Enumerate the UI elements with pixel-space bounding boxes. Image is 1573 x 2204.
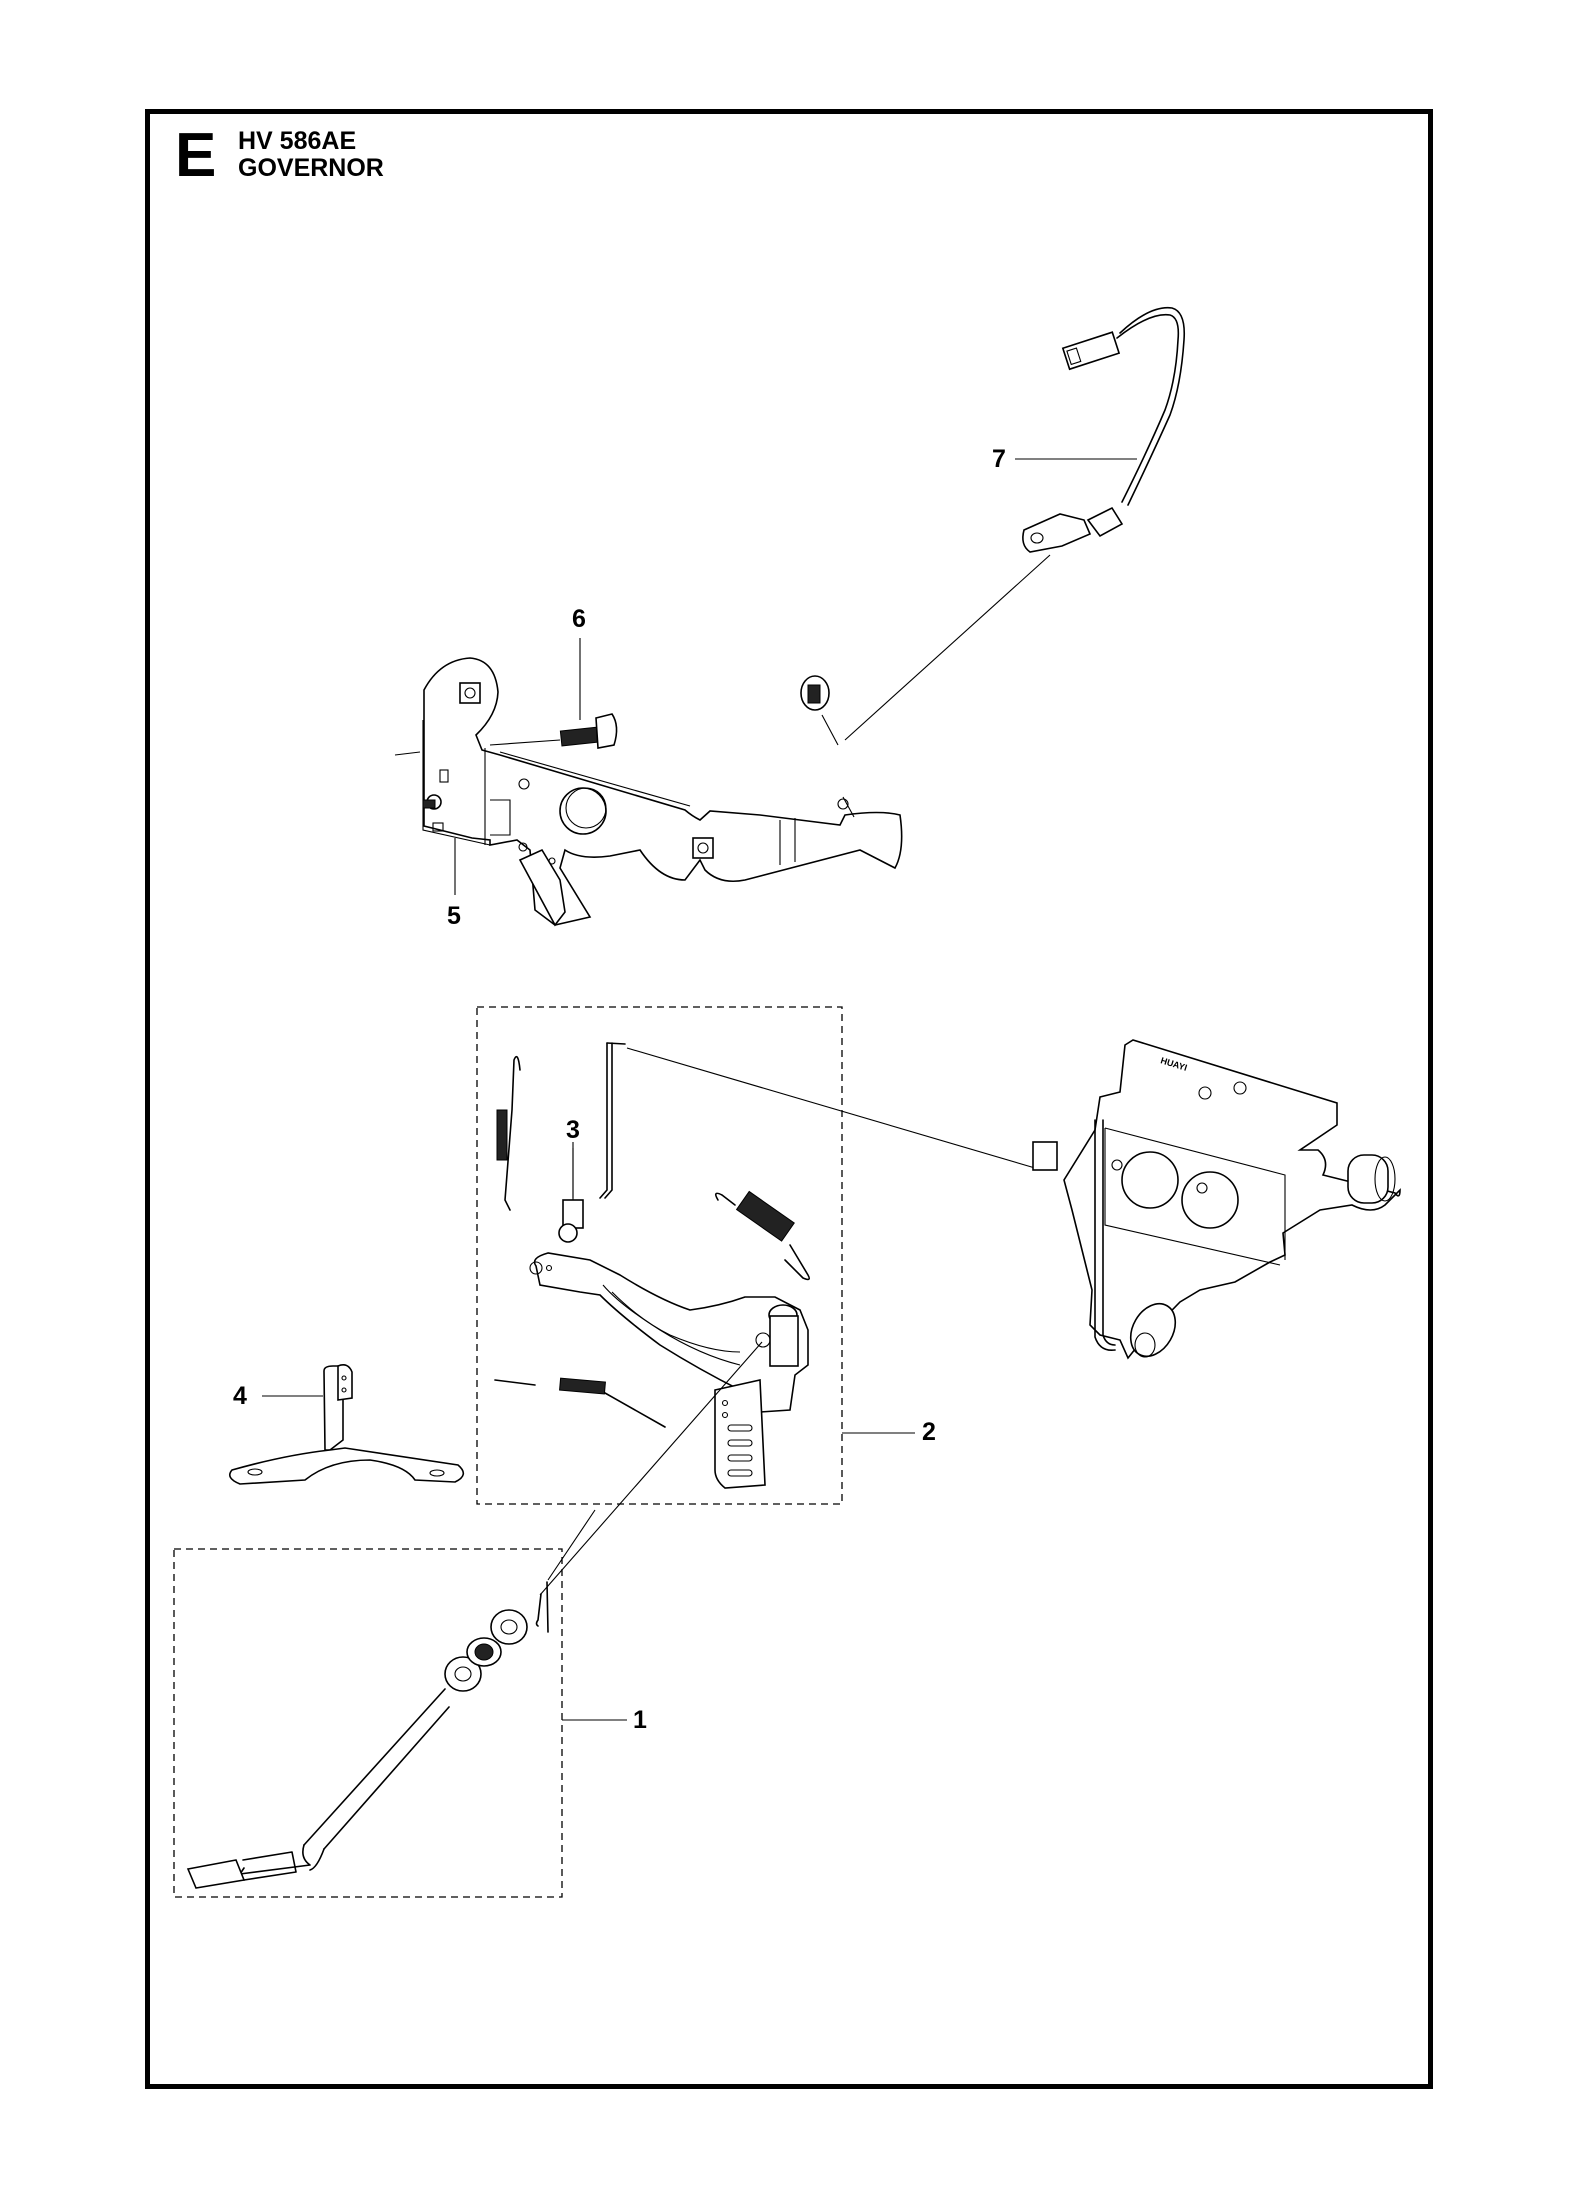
part-6-flange-bolt[interactable]	[489, 713, 618, 749]
callout-6[interactable]: 6	[572, 605, 586, 633]
kit-2-boundary	[476, 1006, 843, 1505]
title-block: HV 586AE GOVERNOR	[238, 128, 384, 182]
callout-1[interactable]: 1	[633, 1706, 647, 1734]
leader-7-to-bracket	[844, 554, 1051, 741]
part-1-governor-shaft[interactable]	[186, 1509, 596, 1889]
callout-2[interactable]: 2	[922, 1418, 936, 1446]
screw-icon	[800, 675, 839, 746]
model-name: HV 586AE	[238, 127, 357, 155]
part-2-governor-lever[interactable]	[494, 1042, 1036, 1596]
carburetor[interactable]: HUAYI	[1032, 1039, 1401, 1364]
section-letter: E	[175, 121, 217, 190]
callout-5[interactable]: 5	[447, 902, 461, 930]
diagram-title: GOVERNOR	[238, 154, 384, 182]
callout-3[interactable]: 3	[566, 1116, 580, 1144]
leader-rod-to-carburetor	[626, 1047, 1036, 1169]
callout-7[interactable]: 7	[992, 445, 1006, 473]
part-5-control-bracket[interactable]	[394, 657, 903, 927]
part-4-spring-bracket[interactable]	[229, 1364, 465, 1485]
leader-lever-to-shaft	[539, 1341, 763, 1596]
callout-4[interactable]: 4	[233, 1382, 247, 1410]
kit-1-boundary	[173, 1548, 563, 1898]
page-frame	[145, 109, 1433, 2089]
part-7-ground-wire[interactable]	[844, 306, 1186, 741]
